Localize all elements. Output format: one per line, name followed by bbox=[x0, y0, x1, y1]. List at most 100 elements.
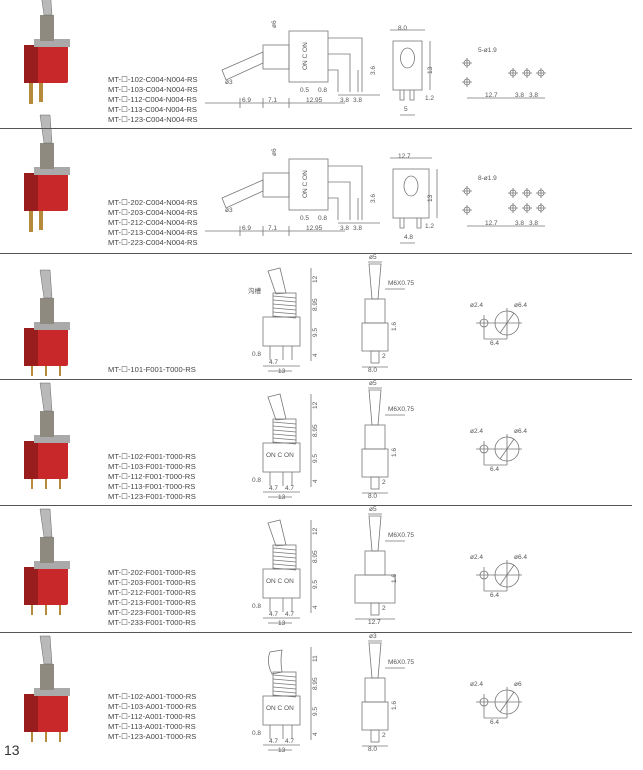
dim-bushing: 8.95 bbox=[312, 298, 319, 311]
part-number: MT-☐-212-C004-N004-RS bbox=[108, 218, 198, 227]
dim-lever: 12 bbox=[312, 527, 319, 535]
switch-frame bbox=[34, 39, 70, 47]
switch-frame bbox=[34, 561, 70, 569]
dim-f: 3.8 bbox=[340, 225, 350, 232]
dim-holes: 8-ø1.9 bbox=[478, 175, 497, 182]
rear-housing bbox=[361, 701, 389, 731]
housing-marking: ON C ON bbox=[302, 42, 309, 70]
dimension-lines bbox=[263, 647, 312, 751]
part-number: MT-☐-102-A001-T000-RS bbox=[108, 692, 197, 701]
part-number: MT-☐-123-F001-T000-RS bbox=[108, 492, 196, 501]
dim-rear-pin: 2 bbox=[382, 732, 386, 739]
part-number: MT-☐-102-C004-N004-RS bbox=[108, 75, 198, 84]
switch-frame bbox=[34, 167, 70, 175]
rear-lever bbox=[368, 263, 382, 300]
switch-lever bbox=[39, 635, 53, 665]
switch-lever bbox=[39, 114, 53, 144]
dimension-lines bbox=[205, 70, 380, 108]
rear-bushing bbox=[364, 298, 386, 324]
thread-line bbox=[272, 551, 297, 555]
toggle-switch-spdt-photo bbox=[24, 382, 70, 489]
dim-large-hole: ø6 bbox=[514, 681, 522, 688]
dim-holes: 5-ø1.9 bbox=[478, 47, 497, 54]
groove-label: 沟槽 bbox=[248, 288, 261, 295]
hole-crosshair bbox=[536, 203, 546, 213]
part-number: MT-☐-233-F001-T000-RS bbox=[108, 618, 196, 627]
dim-rear-pin: 2 bbox=[382, 353, 386, 360]
dim-large-hole: ø6.4 bbox=[514, 302, 528, 309]
part-number: MT-☐-113-C004-N004-RS bbox=[108, 105, 197, 114]
part-number: MT-☐-112-A001-T000-RS bbox=[108, 712, 196, 721]
part-number: MT-☐-113-F001-T000-RS bbox=[108, 482, 196, 491]
switch-lever bbox=[39, 382, 53, 412]
housing-outline bbox=[262, 442, 301, 473]
dim-lever-diameter: ø3 bbox=[225, 207, 233, 214]
panel-cutout-drawing bbox=[476, 308, 522, 340]
dim-e: 0.8 bbox=[318, 87, 328, 94]
dim-c: 12.95 bbox=[306, 97, 323, 104]
rear-dimension-lines bbox=[362, 640, 405, 747]
dim-width: 12.7 bbox=[398, 153, 411, 160]
front-view-drawing bbox=[390, 29, 431, 116]
switch-bushing bbox=[40, 537, 54, 563]
thread-line bbox=[272, 299, 297, 303]
switch-bushing bbox=[40, 298, 54, 324]
side-view-drawing bbox=[262, 519, 312, 624]
pins-outline bbox=[328, 37, 363, 92]
switch-pins bbox=[29, 211, 43, 232]
thread-line bbox=[272, 425, 297, 429]
part-number: MT-☐-213-F001-T000-RS bbox=[108, 598, 196, 607]
dim-g: 3.8 bbox=[353, 225, 363, 232]
part-number: MT-☐-123-A001-T000-RS bbox=[108, 732, 197, 741]
dim-rear-pin: 2 bbox=[382, 479, 386, 486]
row-drawings bbox=[24, 261, 522, 376]
switch-pins bbox=[31, 479, 61, 489]
rear-bushing bbox=[364, 677, 386, 703]
dim-height: 13 bbox=[427, 194, 434, 202]
rear-dimension-lines bbox=[362, 387, 405, 494]
dim-pitch-a: 12.7 bbox=[485, 220, 498, 227]
part-number: MT-☐-203-C004-N004-RS bbox=[108, 208, 198, 217]
dim-width: 13 bbox=[278, 368, 286, 375]
dim-hole-distance: 6.4 bbox=[490, 466, 500, 473]
dim-h: 3.6 bbox=[370, 65, 377, 75]
dim-pin-width: 0.8 bbox=[252, 730, 262, 737]
dim-body: 9.5 bbox=[312, 327, 319, 337]
dim-rear-pin: 2 bbox=[382, 605, 386, 612]
dim-thread: M6X0.75 bbox=[388, 659, 415, 666]
dim-lever: 12 bbox=[312, 401, 319, 409]
dim-body: 9.5 bbox=[312, 579, 319, 589]
dim-tip: ø5 bbox=[369, 254, 377, 261]
front-dimension-lines bbox=[390, 157, 438, 244]
dim-step: 1.6 bbox=[391, 321, 398, 331]
dim-small-hole: ø2.4 bbox=[470, 554, 484, 561]
switch-bushing bbox=[40, 411, 54, 437]
panel-cutout-drawing bbox=[476, 687, 522, 719]
rear-view-drawing bbox=[354, 513, 405, 620]
switch-lever bbox=[39, 508, 53, 538]
thread-line bbox=[272, 678, 297, 682]
part-number: MT-☐-213-C004-N004-RS bbox=[108, 228, 198, 237]
page-number: 13 bbox=[4, 742, 20, 758]
dim-small-hole: ø2.4 bbox=[470, 302, 484, 309]
bushing-outline bbox=[262, 44, 290, 70]
dim-body: 9.5 bbox=[312, 706, 319, 716]
housing-marking: ON C ON bbox=[266, 705, 294, 712]
part-number-list: MT-☐-101-F001-T000-RS bbox=[108, 365, 196, 375]
dim-lever-diameter: ø3 bbox=[225, 79, 233, 86]
switch-housing-side bbox=[24, 694, 38, 732]
hole-crosshair bbox=[536, 68, 546, 78]
dim-width: 13 bbox=[278, 747, 286, 754]
rear-housing bbox=[361, 448, 389, 478]
dim-pitch-c: 3.8 bbox=[529, 92, 539, 99]
front-housing bbox=[392, 168, 430, 219]
part-number: MT-☐-112-F001-T000-RS bbox=[108, 472, 196, 481]
lever-outline bbox=[267, 519, 287, 547]
part-number: MT-☐-212-F001-T000-RS bbox=[108, 588, 196, 597]
panel-cutout-drawing bbox=[476, 560, 522, 592]
row-divider bbox=[0, 632, 632, 633]
